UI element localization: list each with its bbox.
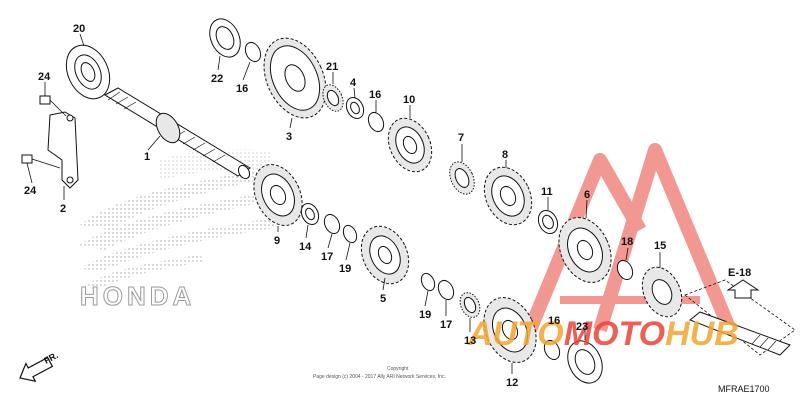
callout-4: 4: [350, 77, 357, 89]
bearing-23: [567, 340, 603, 384]
callouts: 1 2 3 4 5 6 7 8 9 10 11 12 13 14 15 16 1…: [24, 23, 666, 389]
gear-9: [253, 164, 303, 226]
callout-11: 11: [541, 186, 553, 198]
gear-3: [263, 37, 327, 119]
washer-16-lower: [543, 339, 561, 361]
callout-3: 3: [286, 131, 292, 143]
callout-14: 14: [299, 241, 312, 253]
callout-17-lower: 17: [440, 319, 452, 331]
callout-24-upper: 24: [38, 71, 51, 83]
front-direction-arrow-icon: [19, 356, 54, 383]
reference-arrow-icon: [726, 279, 760, 299]
reference-label: E-18: [728, 267, 751, 279]
callout-17-upper: 17: [321, 251, 333, 263]
gear-8: [483, 166, 533, 226]
needle-bearing-21: [322, 84, 344, 112]
callout-12: 12: [506, 377, 518, 389]
washer-18: [616, 259, 634, 281]
washer-17-upper: [323, 213, 341, 235]
callout-16-lower: 16: [548, 315, 560, 327]
callout-9: 9: [274, 235, 280, 247]
ring-19-lower: [420, 272, 436, 292]
callout-20: 20: [73, 23, 85, 35]
mainshaft: [103, 87, 251, 180]
honda-wing-logo: [78, 149, 276, 290]
gear-5: [360, 225, 410, 285]
honda-watermark-text: HONDA: [80, 281, 195, 311]
bearing-22: [209, 18, 241, 58]
countershaft: [684, 279, 796, 356]
gear-10: [387, 117, 433, 173]
site-watermark-text: AUTOMOTOHUB: [467, 315, 739, 353]
callout-6: 6: [584, 189, 590, 201]
callout-16-upper: 16: [236, 83, 248, 95]
bushing-4: [345, 96, 365, 120]
bushing-11: [537, 209, 559, 235]
callout-19-upper: 19: [339, 263, 351, 275]
callout-8: 8: [502, 149, 508, 161]
callout-7: 7: [458, 132, 464, 144]
callout-18: 18: [621, 236, 633, 248]
gear-12: [483, 297, 537, 363]
copyright-title: Copyright: [387, 366, 409, 372]
callout-23: 23: [576, 321, 588, 333]
callout-1: 1: [144, 151, 150, 163]
front-direction-label: FR.: [42, 350, 59, 366]
callout-13: 13: [464, 335, 476, 347]
site-watermark-part3: HUB: [665, 315, 739, 353]
needle-bearing-7: [449, 161, 475, 195]
diagram-code: MFRAE1700: [718, 384, 770, 394]
callout-21: 21: [326, 61, 338, 73]
site-watermark-part1: AUTO: [467, 315, 564, 353]
callout-5: 5: [380, 293, 386, 305]
bushing-14: [300, 202, 320, 226]
gear-15: [641, 266, 683, 318]
needle-bearing-13: [459, 292, 481, 318]
ring-19-upper: [342, 224, 358, 244]
bracket: [47, 111, 79, 189]
washer-16-mid: [367, 111, 385, 133]
callout-24-lower: 24: [24, 185, 37, 197]
copyright-line: Page design (c) 2004 - 2017 Ally ARI Net…: [313, 374, 446, 380]
callout-19-lower: 19: [419, 309, 431, 321]
washer-16-upper: [244, 41, 262, 63]
gear-6: [558, 217, 612, 283]
callout-16-mid: 16: [369, 89, 381, 101]
callout-22: 22: [211, 73, 223, 85]
callout-2: 2: [60, 203, 66, 215]
leader-lines: [26, 33, 661, 374]
washer-17-lower: [437, 279, 455, 301]
callout-10: 10: [403, 94, 415, 106]
bearing-20: [65, 44, 111, 100]
callout-15: 15: [654, 240, 666, 252]
site-watermark-part2: MOTO: [564, 315, 665, 353]
